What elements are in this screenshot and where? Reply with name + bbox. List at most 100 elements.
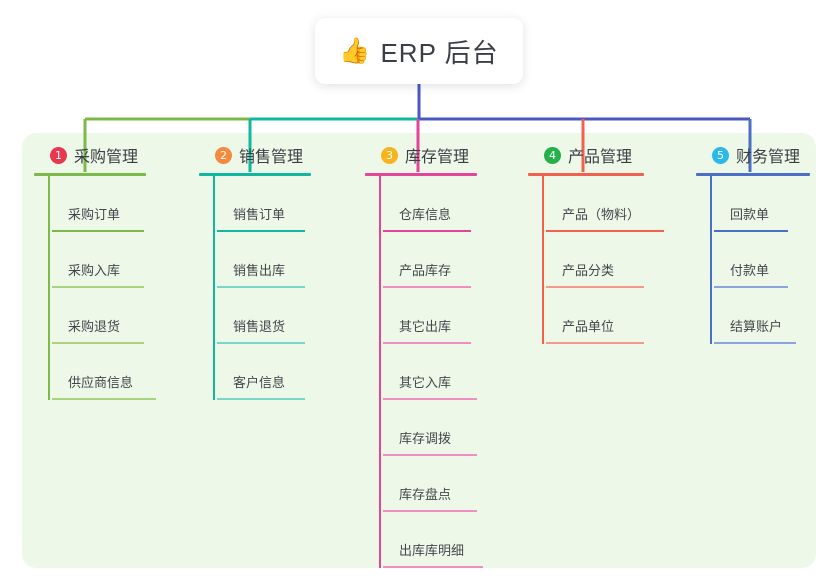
branch-underline-5 [696,173,810,176]
branch-title-5: 财务管理 [736,149,801,166]
branch-items-5: 回款单付款单结算账户 [696,176,839,344]
leaf-label: 产品（物料） [562,207,641,222]
branch-badge-5: 5 [712,146,729,164]
thumbs-up-icon: 👍 [339,36,371,65]
leaf-underline [52,398,156,400]
leaf-underline [52,230,144,232]
leaf-label: 供应商信息 [68,375,134,390]
leaf-label: 结算账户 [730,319,783,334]
leaf-underline [383,454,477,456]
leaf-node[interactable]: 库存盘点 [383,456,517,512]
leaf-label: 销售订单 [233,207,286,222]
branch-header-4[interactable]: 4 产品管理 [528,143,684,167]
leaf-node[interactable]: 结算账户 [714,288,839,344]
leaf-underline [714,230,788,232]
leaf-underline [383,230,471,232]
leaf-underline [383,510,477,512]
leaf-underline [546,286,644,288]
branch-items-2: 销售订单销售出库销售退货客户信息 [199,176,351,400]
leaf-underline [383,566,483,568]
branch-column-5: 5 财务管理回款单付款单结算账户 [696,143,839,344]
leaf-underline [217,230,305,232]
leaf-underline [217,286,305,288]
leaf-label: 产品单位 [562,319,615,334]
leaf-underline [383,342,471,344]
branch-underline-1 [34,173,146,176]
branch-badge-4: 4 [544,146,561,164]
branch-badge-3: 3 [381,146,398,164]
branch-title-4: 产品管理 [568,149,633,166]
leaf-label: 产品分类 [562,263,615,278]
leaf-node[interactable]: 销售订单 [217,176,351,232]
branch-items-4: 产品（物料） 产品分类产品单位 [528,176,684,344]
leaf-node[interactable]: 库存调拨 [383,400,517,456]
leaf-node[interactable]: 产品单位 [546,288,684,344]
leaf-node[interactable]: 采购订单 [52,176,186,232]
leaf-label: 采购入库 [68,263,121,278]
branch-badge-2: 2 [215,146,232,164]
diagram-panel [22,133,816,568]
leaf-label: 客户信息 [233,375,286,390]
leaf-underline [546,342,644,344]
leaf-label: 付款单 [730,263,770,278]
leaf-node[interactable]: 出库库明细 [383,512,517,568]
leaf-underline [383,286,471,288]
branch-spine-4 [542,176,544,344]
leaf-node[interactable]: 销售退货 [217,288,351,344]
branch-column-3: 3 库存管理仓库信息产品库存其它出库其它入库库存调拨库存盘点出库库明细 [365,143,517,568]
branch-header-3[interactable]: 3 库存管理 [365,143,517,167]
leaf-node[interactable]: 采购入库 [52,232,186,288]
leaf-node[interactable]: 仓库信息 [383,176,517,232]
leaf-underline [52,342,144,344]
branch-header-1[interactable]: 1 采购管理 [34,143,186,167]
leaf-node[interactable]: 付款单 [714,232,839,288]
branch-title-1: 采购管理 [74,149,139,166]
leaf-label: 库存盘点 [399,487,452,502]
branch-column-2: 2 销售管理销售订单销售出库销售退货客户信息 [199,143,351,400]
branch-underline-4 [528,173,644,176]
branch-badge-1: 1 [50,146,67,164]
leaf-underline [52,286,144,288]
leaf-label: 仓库信息 [399,207,452,222]
branch-header-5[interactable]: 5 财务管理 [696,143,839,167]
leaf-node[interactable]: 供应商信息 [52,344,186,400]
branch-spine-5 [710,176,712,344]
leaf-label: 采购订单 [68,207,121,222]
leaf-underline [383,398,477,400]
leaf-underline [714,342,796,344]
leaf-label: 库存调拨 [399,431,452,446]
leaf-label: 出库库明细 [399,543,465,558]
leaf-node[interactable]: 其它入库 [383,344,517,400]
branch-underline-2 [199,173,311,176]
leaf-underline [546,230,664,232]
branch-items-1: 采购订单采购入库采购退货供应商信息 [34,176,186,400]
branch-spine-1 [48,176,50,400]
leaf-node[interactable]: 产品（物料） [546,176,684,232]
branch-spine-2 [213,176,215,400]
leaf-label: 产品库存 [399,263,452,278]
branch-items-3: 仓库信息产品库存其它出库其它入库库存调拨库存盘点出库库明细 [365,176,517,568]
leaf-underline [714,286,788,288]
leaf-node[interactable]: 产品分类 [546,232,684,288]
branch-column-1: 1 采购管理采购订单采购入库采购退货供应商信息 [34,143,186,400]
leaf-node[interactable]: 其它出库 [383,288,517,344]
leaf-node[interactable]: 产品库存 [383,232,517,288]
branch-underline-3 [365,173,477,176]
leaf-underline [217,398,305,400]
leaf-underline [217,342,305,344]
leaf-label: 其它入库 [399,375,452,390]
leaf-label: 采购退货 [68,319,121,334]
leaf-node[interactable]: 销售出库 [217,232,351,288]
branch-title-3: 库存管理 [405,149,470,166]
root-title: ERP 后台 [380,37,499,68]
leaf-label: 销售退货 [233,319,286,334]
branch-column-4: 4 产品管理产品（物料） 产品分类产品单位 [528,143,684,344]
root-node[interactable]: 👍 ERP 后台 [315,18,523,84]
leaf-node[interactable]: 回款单 [714,176,839,232]
leaf-node[interactable]: 采购退货 [52,288,186,344]
branch-header-2[interactable]: 2 销售管理 [199,143,351,167]
leaf-node[interactable]: 客户信息 [217,344,351,400]
leaf-label: 回款单 [730,207,770,222]
branch-title-2: 销售管理 [239,149,304,166]
